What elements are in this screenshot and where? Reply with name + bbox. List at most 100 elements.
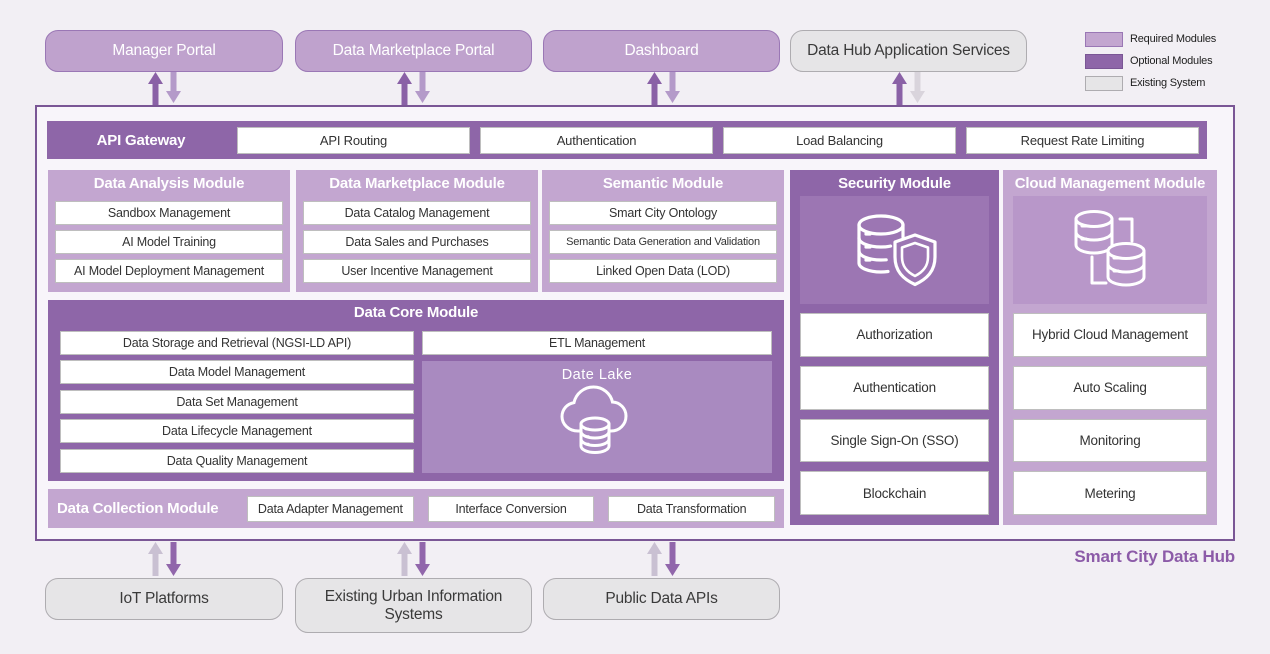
portal-manager-label: Manager Portal [112, 42, 216, 60]
item-user-incentive-management: User Incentive Management [303, 259, 531, 283]
module-data-analysis-title: Data Analysis Module [93, 174, 245, 192]
portal-manager: Manager Portal [45, 30, 283, 72]
up-arrow-icon [647, 72, 662, 105]
item-interface-conversion: Interface Conversion [427, 495, 595, 522]
legend-required-swatch [1085, 31, 1123, 47]
up-arrow-icon [148, 72, 163, 105]
api-gateway-bar: API Gateway API Routing Authentication L… [47, 121, 1207, 159]
down-arrow-icon [166, 72, 181, 103]
legend-required: Required Modules [1085, 31, 1216, 47]
data-core-right-column: ETL Management Date Lake [422, 325, 772, 473]
item-hybrid-cloud-management: Hybrid Cloud Management [1013, 313, 1207, 357]
public-data-apis-label: Public Data APIs [605, 590, 718, 608]
box-existing-urban-information-systems: Existing Urban Information Systems [295, 578, 532, 633]
legend-existing-label: Existing System [1130, 77, 1206, 89]
arrow-dashboard-gateway [647, 72, 680, 105]
item-metering: Metering [1013, 471, 1207, 515]
diagram-title: Smart City Data Hub [1074, 547, 1235, 566]
module-semantic: Semantic Module Smart City Ontology Sema… [542, 170, 784, 292]
box-iot-platforms: IoT Platforms [45, 578, 283, 620]
arrow-iot-hub [148, 542, 181, 576]
iot-platforms-label: IoT Platforms [119, 590, 209, 608]
legend-optional: Optional Modules [1085, 53, 1216, 69]
legend-optional-label: Optional Modules [1130, 55, 1213, 67]
item-blockchain: Blockchain [800, 471, 989, 515]
down-arrow-icon [166, 542, 181, 576]
legend-required-label: Required Modules [1130, 33, 1217, 45]
portal-dashboard-label: Dashboard [624, 42, 699, 60]
module-data-collection-title: Data Collection Module [57, 500, 219, 517]
app-services-label: Data Hub Application Services [807, 42, 1010, 60]
item-ai-model-deployment-management: AI Model Deployment Management [55, 259, 283, 283]
data-lake-panel: Date Lake [422, 360, 772, 473]
up-arrow-icon [647, 542, 662, 576]
module-data-marketplace-title: Data Marketplace Module [329, 174, 505, 192]
down-arrow-icon [415, 542, 430, 576]
module-data-core-title: Data Core Module [353, 304, 479, 321]
item-data-sales-and-purchases: Data Sales and Purchases [303, 230, 531, 254]
up-arrow-icon [397, 72, 412, 105]
cloud-database-icon [560, 384, 628, 454]
api-gateway-title: API Gateway [96, 131, 186, 149]
item-data-lifecycle-management: Data Lifecycle Management [60, 419, 414, 443]
item-semantic-data-generation-validation: Semantic Data Generation and Validation [549, 230, 777, 254]
legend: Required Modules Optional Modules Existi… [1085, 31, 1216, 91]
item-data-quality-management: Data Quality Management [60, 448, 414, 473]
item-authentication-security: Authentication [800, 365, 989, 410]
item-smart-city-ontology: Smart City Ontology [549, 201, 777, 225]
item-linked-open-data: Linked Open Data (LOD) [549, 259, 777, 283]
cloud-icon-panel [1013, 196, 1207, 304]
module-semantic-title: Semantic Module [602, 174, 724, 192]
item-data-transformation: Data Transformation [608, 495, 776, 522]
legend-existing-swatch [1085, 75, 1123, 91]
item-single-sign-on: Single Sign-On (SSO) [800, 418, 989, 463]
arrow-public-api-hub [647, 542, 680, 576]
item-etl-management: ETL Management [422, 330, 772, 355]
item-monitoring: Monitoring [1013, 418, 1207, 463]
down-arrow-icon [910, 72, 925, 103]
api-gateway-item-authentication: Authentication [480, 126, 713, 154]
up-arrow-icon [148, 542, 163, 576]
up-arrow-icon [892, 72, 907, 105]
module-data-analysis: Data Analysis Module Sandbox Management … [48, 170, 290, 292]
module-data-collection: Data Collection Module Data Adapter Mana… [48, 489, 784, 528]
module-security: Security Module Authorization Authentica… [790, 170, 999, 525]
portal-dashboard: Dashboard [543, 30, 780, 72]
security-icon-panel [800, 196, 989, 304]
item-data-model-management: Data Model Management [60, 360, 414, 384]
legend-optional-swatch [1085, 53, 1123, 69]
arrow-app-services-gateway [892, 72, 925, 105]
item-sandbox-management: Sandbox Management [55, 201, 283, 225]
data-core-left-column: Data Storage and Retrieval (NGSI-LD API)… [60, 325, 414, 473]
up-arrow-icon [397, 542, 412, 576]
api-gateway-item-api-routing: API Routing [237, 126, 470, 154]
item-auto-scaling: Auto Scaling [1013, 365, 1207, 410]
module-cloud-title: Cloud Management Module [1014, 174, 1206, 192]
module-data-marketplace: Data Marketplace Module Data Catalog Man… [296, 170, 538, 292]
item-data-catalog-management: Data Catalog Management [303, 201, 531, 225]
data-lake-label: Date Lake [561, 366, 633, 383]
legend-existing: Existing System [1085, 75, 1216, 91]
item-authorization: Authorization [800, 313, 989, 357]
item-data-adapter-management: Data Adapter Management [247, 495, 414, 522]
api-gateway-item-load-balancing: Load Balancing [723, 126, 956, 154]
portal-marketplace-label: Data Marketplace Portal [332, 42, 495, 60]
down-arrow-icon [665, 542, 680, 576]
item-data-storage-and-retrieval: Data Storage and Retrieval (NGSI-LD API) [60, 330, 414, 355]
arrow-urban-hub [397, 542, 430, 576]
arrow-marketplace-gateway [397, 72, 430, 105]
box-public-data-apis: Public Data APIs [543, 578, 780, 620]
database-shield-icon [856, 214, 937, 287]
arrow-manager-gateway [148, 72, 181, 105]
database-sync-icon [1074, 210, 1146, 287]
portal-data-marketplace: Data Marketplace Portal [295, 30, 532, 72]
module-security-title: Security Module [838, 174, 951, 192]
item-ai-model-training: AI Model Training [55, 230, 283, 254]
module-data-core: Data Core Module Data Storage and Retrie… [48, 300, 784, 481]
item-data-set-management: Data Set Management [60, 389, 414, 414]
api-gateway-item-request-rate-limiting: Request Rate Limiting [966, 126, 1199, 154]
urban-systems-label: Existing Urban Information Systems [324, 587, 503, 623]
down-arrow-icon [415, 72, 430, 103]
down-arrow-icon [665, 72, 680, 103]
